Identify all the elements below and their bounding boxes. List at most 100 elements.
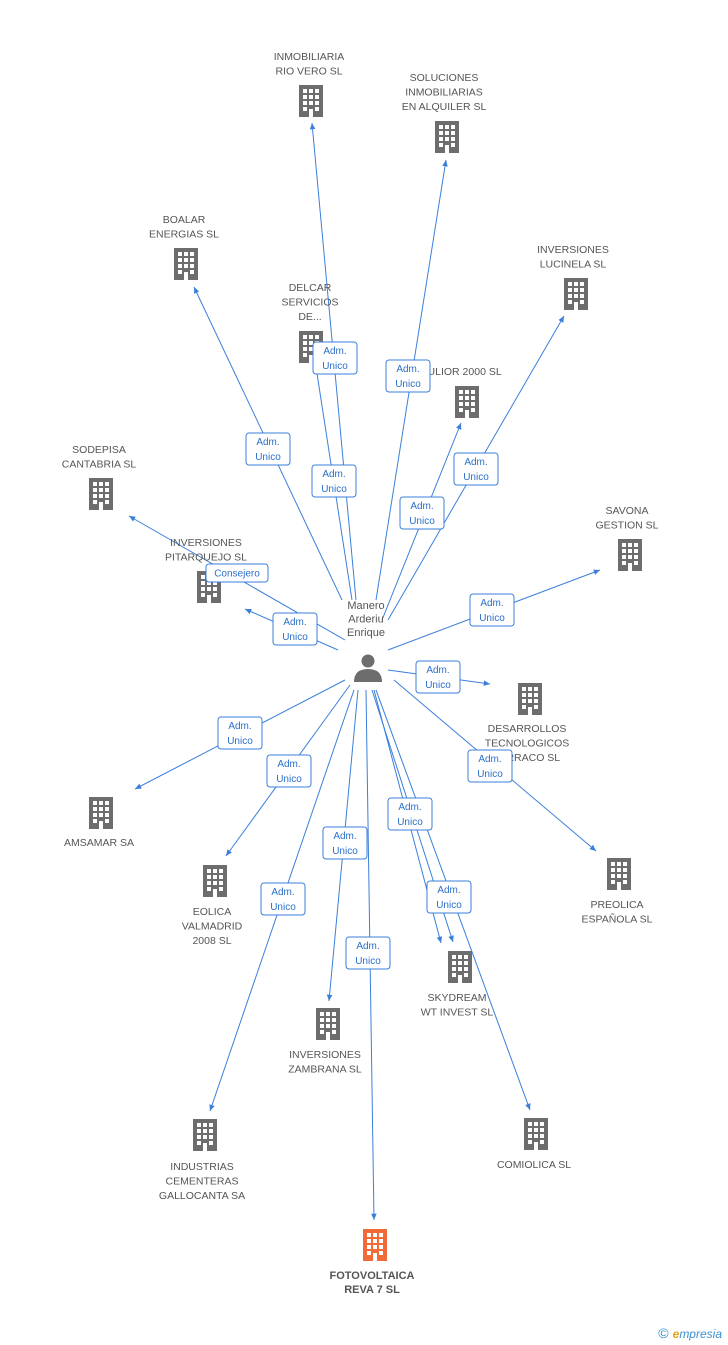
role-badge-box: [217, 716, 263, 750]
company-label-line: EOLICA: [193, 906, 232, 918]
person-name-line: Manero: [347, 600, 384, 612]
role-badge-box: [312, 341, 358, 375]
role-badge-skydream-wt-invest[interactable]: Adm. Unico: [426, 880, 472, 914]
role-text-line: Adm.: [426, 665, 449, 676]
building-icon: [174, 248, 198, 280]
role-text-line: Adm.: [277, 759, 300, 770]
role-text-line: Unico: [397, 817, 423, 828]
role-badge-box: [467, 749, 513, 783]
company-julior-2000[interactable]: JULIOR 2000 SL: [422, 366, 502, 418]
role-badge-box: [260, 882, 306, 916]
company-label-line: ENERGIAS SL: [149, 229, 219, 241]
empresia-brand[interactable]: ©empresia: [658, 1325, 722, 1341]
company-label-line: PREOLICA: [590, 899, 643, 911]
company-delcar-servicios[interactable]: DELCARSERVICIOSDE...: [282, 282, 339, 363]
company-boalar-energias[interactable]: BOALAR ENERGIAS SL: [149, 214, 219, 280]
role-badge-box: [205, 563, 269, 583]
company-label-line: COMIOLICA SL: [497, 1159, 571, 1171]
company-amsamar[interactable]: AMSAMAR SA: [64, 797, 134, 849]
company-label-line: PITARQUEJO SL: [165, 552, 247, 564]
company-label-line: SOLUCIONES: [410, 72, 479, 84]
role-text-line: Unico: [463, 472, 489, 483]
role-badge-amsamar[interactable]: Adm.Unico: [217, 716, 263, 750]
company-label-line: INDUSTRIAS: [170, 1161, 234, 1173]
role-text-line: Adm.: [437, 885, 460, 896]
role-badge-box: [453, 452, 499, 486]
building-icon: [455, 386, 479, 418]
role-badge-box: [272, 612, 318, 646]
role-badge-box: [399, 496, 445, 530]
company-sodepisa-cantabria[interactable]: SODEPISA CANTABRIA SL: [62, 444, 137, 510]
company-label-line: CANTABRIA SL: [62, 459, 137, 471]
role-badge-box: [345, 936, 391, 970]
role-text-line: Unico: [479, 613, 505, 624]
role-badge-delcar-servicios[interactable]: Adm.Unico: [311, 464, 357, 498]
brand-logo-letter: e: [672, 1327, 680, 1341]
role-text-line: Adm.: [478, 754, 501, 765]
building-icon: [193, 1119, 217, 1151]
role-badge-industrias-cementeras[interactable]: Adm.Unico: [260, 882, 306, 916]
role-badge-inversiones-lucinela[interactable]: Adm. Unico: [453, 452, 499, 486]
role-badge-julior-2000[interactable]: Adm.Unico: [399, 496, 445, 530]
role-badge-eolica-valmadrid[interactable]: Adm.Unico: [266, 754, 312, 788]
role-text-line: Adm.: [323, 346, 346, 357]
building-icon: [618, 539, 642, 571]
building-icon: [448, 951, 472, 983]
company-label-line: GESTION SL: [595, 520, 658, 532]
company-label-line: SODEPISA: [72, 444, 126, 456]
company-label-line: FOTOVOLTAICA: [330, 1270, 415, 1282]
role-badge-inmobiliaria-rio-vero[interactable]: Adm. Unico: [312, 341, 358, 375]
role-text-line: Unico: [322, 361, 348, 372]
company-label-line: WT INVEST SL: [421, 1007, 494, 1019]
company-label-line: BOALAR: [163, 214, 206, 226]
role-text-line: Unico: [395, 379, 421, 390]
role-badge-box: [426, 880, 472, 914]
company-label-line: CEMENTERAS: [166, 1176, 239, 1188]
role-badge-fotovoltaica-reva-7[interactable]: Adm.Unico: [345, 936, 391, 970]
person-name-line: Arderiu: [348, 614, 383, 626]
company-label-line: TECNOLOGICOS: [485, 738, 570, 750]
building-icon: [363, 1229, 387, 1261]
role-badge-sodepisa-cantabria[interactable]: Consejero: [205, 563, 269, 583]
person-name-line: Enrique: [347, 627, 385, 639]
company-label-line: ZAMBRANA SL: [288, 1064, 362, 1076]
company-label-line: DESARROLLOS: [488, 723, 567, 735]
company-label-line: JULIOR 2000 SL: [422, 366, 502, 378]
company-label-line: VALMADRID: [182, 921, 243, 933]
role-text-line: Adm.: [464, 457, 487, 468]
person-icon: [354, 654, 382, 682]
role-text-line: Unico: [425, 680, 451, 691]
company-comiolica[interactable]: COMIOLICA SL: [497, 1118, 571, 1171]
role-badge-soluciones-inmobiliarias[interactable]: Adm.Unico: [385, 359, 431, 393]
role-badge-boalar-energias[interactable]: Adm.Unico: [245, 432, 291, 466]
company-label-line: DELCAR: [289, 282, 332, 294]
role-text-line: Unico: [436, 900, 462, 911]
company-label-line: RIO VERO SL: [275, 66, 342, 78]
role-badge-preolica-espanola[interactable]: Adm.Unico: [467, 749, 513, 783]
role-badge-savona-gestion[interactable]: Adm.Unico: [469, 593, 515, 627]
role-badge-desarrollos-tecnologicos[interactable]: Adm. Unico: [415, 660, 461, 694]
role-text-line: Unico: [409, 516, 435, 527]
building-icon: [299, 85, 323, 117]
role-text-line: Adm.: [356, 941, 379, 952]
company-label-line: INVERSIONES: [537, 244, 609, 256]
role-text-line: Adm.: [333, 831, 356, 842]
role-badge-skydream-wt-invest[interactable]: Adm.Unico: [387, 797, 433, 831]
role-badge-inversiones-zambrana[interactable]: Adm.Unico: [322, 826, 368, 860]
role-text-line: Adm.: [271, 887, 294, 898]
role-badge-inversiones-pitarquejo[interactable]: Adm.Unico: [272, 612, 318, 646]
